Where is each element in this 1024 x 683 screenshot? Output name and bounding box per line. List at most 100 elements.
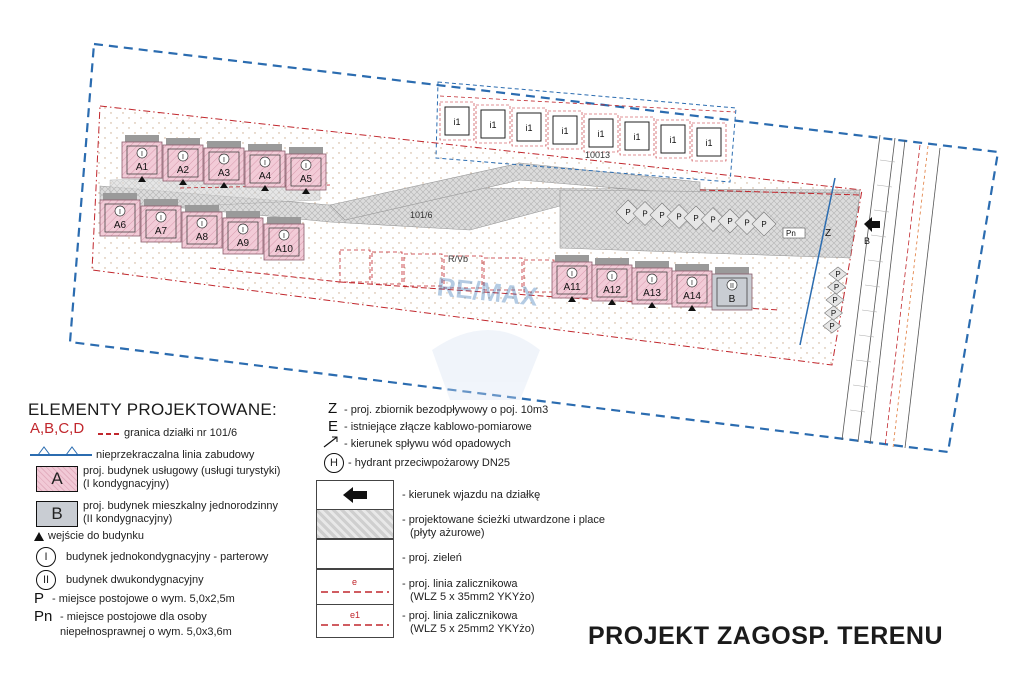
building-label: A10 (275, 244, 293, 255)
outer-boundary (68, 42, 1000, 454)
neighbour-label: i1 (705, 138, 712, 148)
svg-text:P: P (693, 214, 698, 223)
neighbour-label: i1 (453, 117, 460, 127)
svg-text:P: P (744, 219, 749, 228)
building-b: IIB (711, 267, 753, 311)
building-label: A5 (300, 174, 313, 185)
legend-entry-text: - kierunek wjazdu na działkę (402, 489, 541, 501)
parking-spot: P (700, 207, 726, 232)
legend-paths-1: - projektowane ścieżki utwardzone i plac… (402, 514, 605, 526)
street-edge (841, 134, 941, 449)
legend-tank-text: - proj. zbiornik bezodpływowy o poj. 10m… (344, 404, 549, 416)
neighbour-label: i1 (633, 132, 640, 142)
parking-spot: P (632, 201, 658, 226)
legend-service-2: (I kondygnacyjny) (83, 478, 170, 490)
hydrant-label: B (864, 236, 870, 246)
legend-hydrant-icon: H (324, 453, 344, 473)
legend-line-e1-swatch (316, 604, 394, 638)
runoff-arrow-icon (323, 436, 338, 448)
legend-entrance-text: wejście do budynku (48, 530, 145, 542)
building-label: A11 (563, 282, 580, 293)
neighbour-building: i1 (475, 104, 511, 144)
parking-spot: P (822, 318, 842, 334)
legend-house-1: proj. budynek mieszkalny jednorodzinny (83, 500, 279, 512)
neighbour-label: i1 (525, 123, 532, 133)
legend-line-e1-symbol: e1 (350, 610, 361, 620)
building-label: B (729, 294, 736, 305)
legend-entry-swatch (316, 480, 394, 510)
building-label: A1 (136, 162, 149, 173)
legend-cable-text: - istniejące złącze kablowo-pomiarowe (344, 421, 532, 433)
legend-green-swatch (316, 539, 394, 569)
legend-plot-line (98, 433, 120, 435)
neighbour-label: i1 (489, 120, 496, 130)
disabled-parking (782, 227, 806, 239)
svg-text:P: P (829, 322, 834, 331)
building-label: A4 (259, 171, 272, 182)
floor-symbol: I (119, 209, 121, 216)
entrance-triangle-icon (34, 532, 44, 541)
parking-spot: P (734, 210, 760, 235)
neighbour-building: i1 (547, 110, 583, 150)
floor-symbol: I (305, 163, 307, 170)
legend-line-e-1: - proj. linia zalicznikowa (402, 578, 518, 590)
legend-service-1: proj. budynek usługowy (usługi turystyki… (83, 465, 281, 477)
neighbour-label: i1 (561, 126, 568, 136)
disabled-parking-label: Pn (786, 229, 796, 238)
building-a1: IA1 (121, 135, 163, 182)
neighbour-building: i1 (655, 119, 691, 159)
neighbour-building: i1 (691, 122, 727, 162)
entrance-icon (138, 176, 146, 182)
parking-spot: P (751, 211, 777, 237)
legend-line-e-symbol: e (352, 577, 358, 587)
neighbour-label: i1 (669, 135, 676, 145)
legend-house-box: B (36, 501, 78, 527)
parking-spot: P (683, 205, 709, 231)
street-hatching (849, 159, 896, 413)
floor-symbol: I (283, 233, 285, 240)
entrance-icon (302, 188, 310, 194)
legend-parking-text: - miejsce postojowe o wym. 5,0x2,5m (52, 593, 235, 605)
parking-spot: P (615, 199, 641, 225)
plot-number-alt-label: R/Vb (448, 254, 468, 264)
svg-text:P: P (834, 283, 839, 292)
legend-line-e1-1: - proj. linia zalicznikowa (402, 610, 518, 622)
svg-text:P: P (676, 213, 681, 222)
building-a8: IA8 (181, 205, 223, 249)
legend-parking-disabled-1: - miejsce postojowe dla osoby (60, 611, 207, 623)
plan-title: PROJEKT ZAGOSP. TERENU (588, 622, 944, 650)
parking-spot: P (717, 208, 743, 234)
floor-symbol: I (651, 277, 653, 284)
floor-symbol: I (223, 157, 225, 164)
legend-single-icon: I (36, 547, 56, 567)
floor-symbol: I (160, 215, 162, 222)
svg-text:P: P (642, 210, 647, 219)
parking-spot: P (649, 202, 675, 228)
legend-pn-symbol: Pn (34, 608, 53, 625)
floor-symbol: I (201, 221, 203, 228)
parking-spot: P (666, 204, 692, 229)
entry-arrow-icon (864, 217, 880, 232)
building-a11: I A11 (551, 255, 593, 302)
legend-double-text: budynek dwukondygnacyjny (66, 574, 204, 586)
legend-building-line-text: nieprzekraczalna linia zabudowy (96, 449, 255, 461)
building-a6: IA6 (99, 193, 141, 237)
floor-symbol: I (571, 271, 573, 278)
neighbour-building: i1 (439, 101, 475, 141)
entrance-icon (688, 305, 696, 311)
legend-single-text: budynek jednokondygnacyjny - parterowy (66, 551, 269, 563)
neighbour-building: i1 (511, 107, 547, 147)
neighbour-building: i1 (619, 116, 655, 156)
building-a3: I A3 (203, 141, 245, 188)
legend-building-line-icon (30, 446, 92, 456)
legend-runoff-text: - kierunek spływu wód opadowych (344, 438, 511, 450)
building-label: A3 (218, 168, 231, 179)
svg-text:P: P (659, 211, 664, 220)
legend-green-text: - proj. zieleń (402, 552, 462, 564)
legend-service-box: A (36, 466, 78, 492)
svg-text:P: P (835, 270, 840, 279)
neighbour-plot (435, 81, 737, 183)
